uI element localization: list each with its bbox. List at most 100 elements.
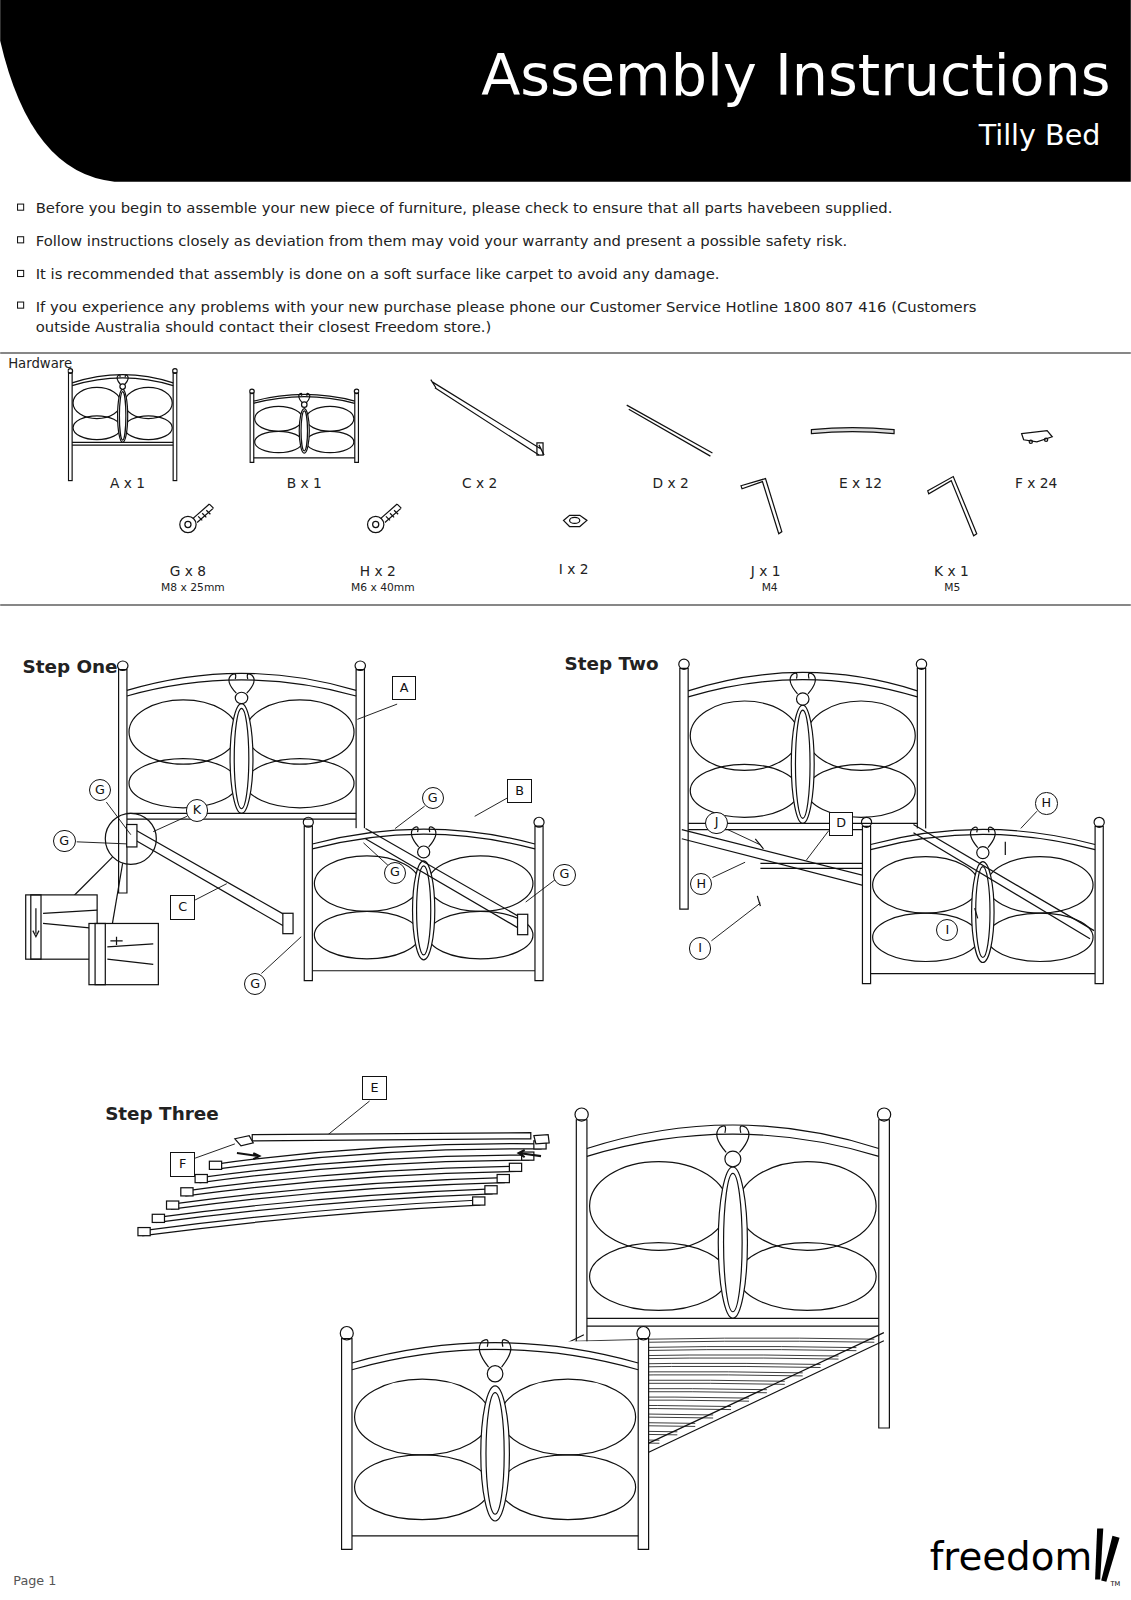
step-three-figure — [519, 1150, 541, 1157]
callout-circle: G — [244, 973, 266, 995]
hardware-parts — [250, 389, 359, 462]
hardware-parts — [198, 510, 210, 520]
logo-mark — [1095, 1529, 1119, 1582]
callout-letter: G — [95, 784, 105, 797]
leader-lines — [712, 862, 745, 877]
callout-circle: G — [89, 779, 111, 801]
step-one-figure — [33, 908, 39, 937]
hardware-parts — [627, 405, 713, 456]
hardware-parts — [928, 477, 977, 536]
part-label: A x 1 — [110, 475, 145, 492]
leader-lines — [475, 798, 508, 816]
callout-circle: G — [53, 830, 75, 852]
step-one-figure — [112, 863, 122, 923]
leader-lines — [106, 802, 130, 835]
slat-stack — [157, 1189, 492, 1223]
trademark: TM — [1111, 1581, 1121, 1589]
part-label: D x 2 — [653, 475, 689, 492]
size-label: M5 — [944, 582, 960, 595]
callout-letter: H — [1041, 797, 1051, 810]
subtitle: Tilly Bed — [979, 118, 1101, 152]
rule — [0, 353, 1131, 354]
bullet-markers — [18, 204, 24, 308]
callout-box: F — [170, 1152, 194, 1176]
part-label: H x 2 — [360, 563, 396, 580]
callout-circle: G — [384, 862, 406, 884]
leader-lines — [195, 884, 227, 900]
callout-letter: G — [560, 868, 570, 881]
bullet-markers — [18, 302, 24, 308]
callout-circle: H — [690, 873, 712, 895]
step-one-figure — [303, 817, 544, 980]
step-three-figure — [235, 1136, 253, 1146]
hardware-parts — [1029, 440, 1032, 443]
hardware-parts — [193, 504, 213, 522]
leader-lines — [395, 806, 425, 828]
step-one-figure — [72, 857, 113, 898]
slat-stack — [152, 1214, 164, 1222]
page-title: Assembly Instructions — [481, 41, 1110, 110]
step-three-figure — [534, 1135, 549, 1144]
callout-letter: G — [59, 835, 69, 848]
part-label: E x 12 — [839, 475, 882, 492]
hardware-parts — [185, 521, 191, 527]
hardware-parts — [811, 428, 894, 434]
section-label: Hardware — [8, 356, 72, 372]
step-three-figure — [252, 1133, 531, 1141]
size-label: M8 x 25mm — [161, 582, 225, 595]
step-heading: Step One — [22, 656, 117, 678]
step-three-figure — [237, 1153, 259, 1159]
step-three-figure — [138, 1108, 891, 1549]
callout-letter: G — [428, 792, 438, 805]
part-label: C x 2 — [462, 475, 497, 492]
slat-stack — [509, 1163, 521, 1171]
callout-box: B — [507, 779, 531, 803]
callout-box: E — [362, 1076, 386, 1100]
callout-letter: C — [178, 901, 187, 914]
step-two-figure — [861, 817, 1104, 983]
part-label: K x 1 — [934, 563, 969, 580]
hardware-parts — [1022, 431, 1053, 442]
leader-lines — [526, 880, 556, 902]
step-two-figure — [975, 842, 1006, 919]
slat-stack — [214, 1144, 541, 1170]
callout-circle: K — [186, 799, 208, 821]
hardware-parts — [68, 369, 177, 481]
step-one-figure — [105, 813, 156, 864]
note: It is recommended that assembly is done … — [36, 265, 720, 283]
bullet-markers — [18, 204, 24, 210]
leader-lines — [357, 704, 397, 719]
size-label: M6 x 40mm — [351, 582, 415, 595]
brand-logo: freedom — [930, 1534, 1093, 1581]
step-two-figure — [755, 839, 763, 906]
header-band — [0, 0, 1131, 182]
step-three-figure — [340, 1327, 650, 1550]
logo-mark — [1101, 1536, 1119, 1582]
hardware-parts — [386, 510, 398, 520]
slat-stack — [138, 1228, 150, 1236]
step-one-figure — [89, 923, 158, 984]
callout-circle: G — [553, 864, 575, 886]
step-one-figure — [366, 829, 526, 931]
step-one-figure — [31, 895, 41, 959]
hardware-parts — [741, 479, 782, 534]
step-one-figure — [133, 829, 291, 929]
slat-stack — [167, 1201, 179, 1209]
size-label: M4 — [762, 582, 778, 595]
callout-letter: H — [696, 878, 706, 891]
hardware-parts — [180, 516, 196, 532]
part-label: F x 24 — [1015, 475, 1057, 492]
hardware-parts — [431, 380, 544, 456]
step-one-figure — [26, 661, 544, 985]
callout-letter: F — [179, 1158, 186, 1171]
callout-letter: K — [193, 804, 201, 817]
callout-letter: A — [400, 682, 409, 695]
slat-stack — [181, 1188, 193, 1196]
leader-lines — [261, 937, 301, 974]
part-label: I x 2 — [559, 561, 589, 578]
callout-circle: J — [705, 812, 727, 834]
leader-lines — [195, 1144, 235, 1158]
note: Follow instructions closely as deviation… — [36, 232, 847, 250]
step-heading: Step Two — [564, 653, 658, 675]
step-one-figure — [95, 923, 105, 984]
